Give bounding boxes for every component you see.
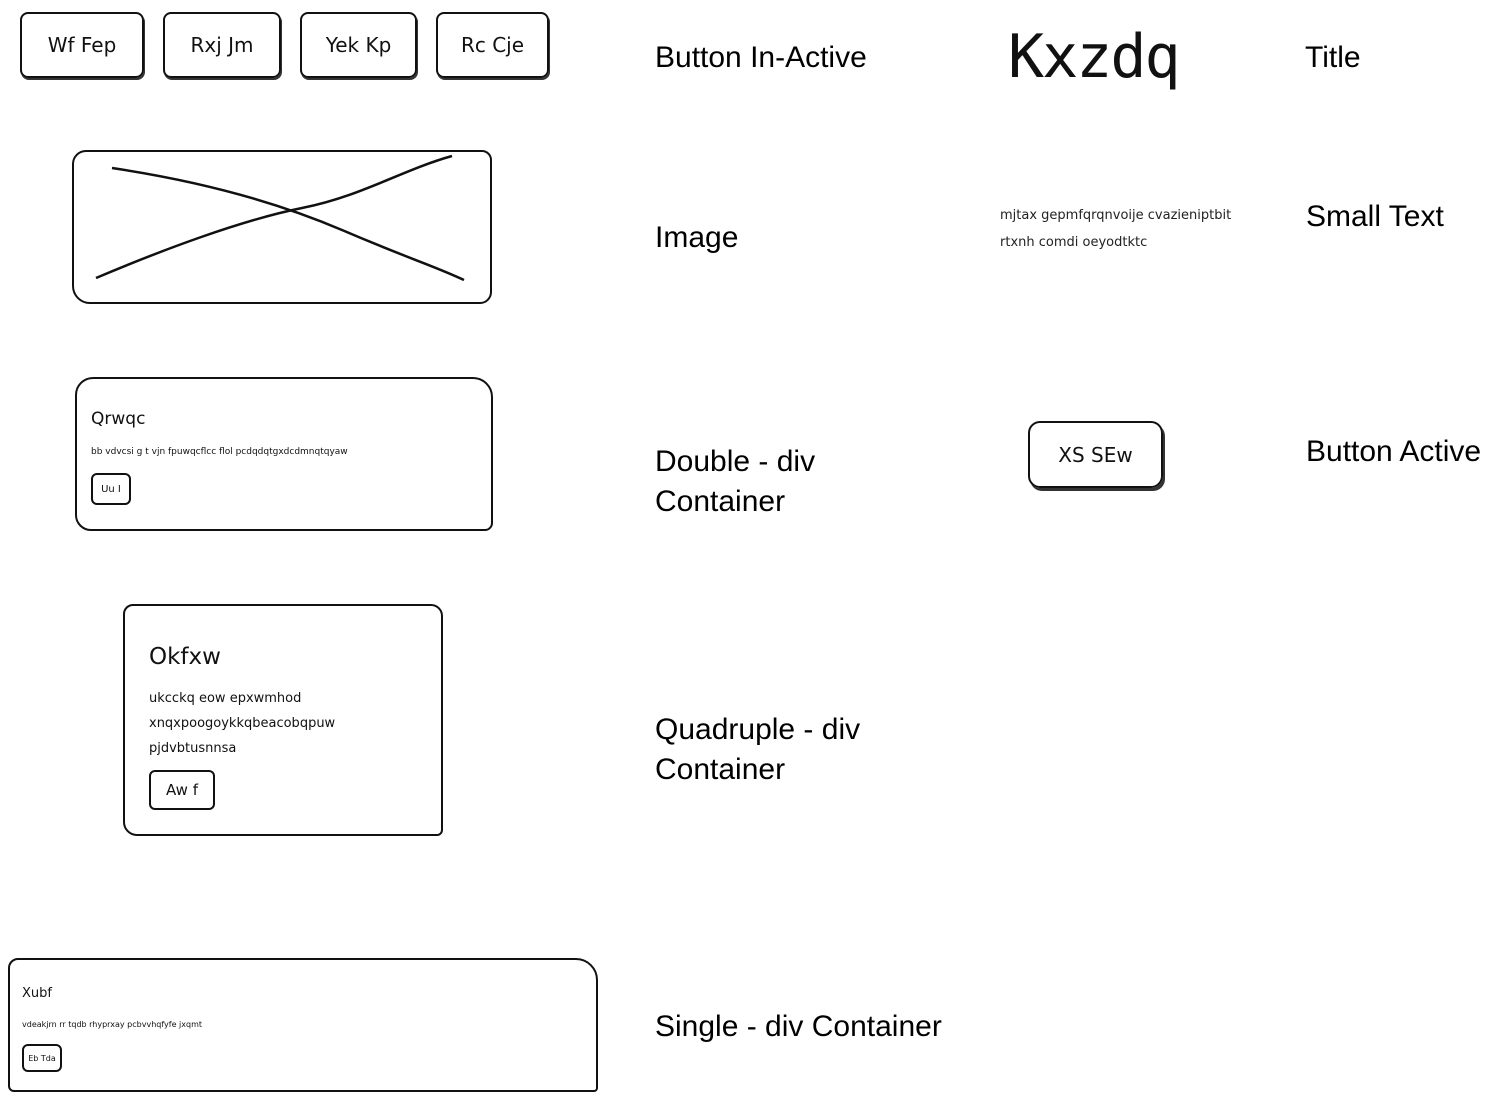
label-title: Title [1305, 41, 1361, 74]
label-button-active: Button Active [1306, 435, 1482, 468]
single-card-body: vdeakjrn rr tqdb rhyprxay pcbvvhqfyfe jx… [22, 1020, 202, 1029]
image-placeholder [72, 150, 492, 304]
quadruple-div-card: Okfxw ukcckq eow epxwmhod xnqxpoogoykkqb… [123, 604, 443, 836]
quadruple-card-body-line-3: pjdvbtusnnsa [149, 741, 237, 756]
label-small-text: Small Text [1306, 200, 1444, 233]
single-div-card: Xubf vdeakjrn rr tqdb rhyprxay pcbvvhqfy… [8, 958, 598, 1092]
small-text-line-2: rtxnh comdi oeyodtktc [1000, 235, 1148, 250]
small-text-line-1: mjtax gepmfqrqnvoije cvazieniptbit [1000, 208, 1232, 223]
label-quadruple-div-2: Container [655, 753, 786, 786]
double-card-button[interactable]: Uu I [91, 473, 131, 505]
quadruple-card-body-line-1: ukcckq eow epxwmhod [149, 691, 302, 706]
label-double-div-1: Double - div [655, 445, 816, 478]
active-button[interactable]: XS SEw [1028, 421, 1163, 488]
inactive-button-2[interactable]: Rxj Jm [163, 12, 281, 78]
label-double-div-2: Container [655, 485, 786, 518]
quadruple-card-button[interactable]: Aw f [149, 770, 215, 810]
inactive-button-4[interactable]: Rc Cje [436, 12, 549, 78]
inactive-button-3[interactable]: Yek Kp [300, 12, 417, 78]
double-card-body: bb vdvcsi g t vjn fpuwqcflcc flol pcdqdq… [91, 447, 348, 457]
quadruple-card-heading: Okfxw [149, 644, 221, 670]
quadruple-card-body: ukcckq eow epxwmhod xnqxpoogoykkqbeacobq… [149, 686, 335, 761]
double-div-card: Qrwqc bb vdvcsi g t vjn fpuwqcflcc flol … [75, 377, 493, 531]
single-card-button[interactable]: Eb Tda [22, 1044, 62, 1072]
label-quadruple-div-1: Quadruple - div [655, 713, 861, 746]
image-cross-icon [95, 154, 465, 282]
single-card-heading: Xubf [22, 986, 52, 1001]
inactive-button-1[interactable]: Wf Fep [20, 12, 144, 78]
small-text-sample: mjtax gepmfqrqnvoije cvazieniptbit rtxnh… [1000, 202, 1270, 256]
label-button-inactive: Button In-Active [655, 41, 867, 74]
quadruple-card-body-line-2: xnqxpoogoykkqbeacobqpuw [149, 716, 336, 731]
double-card-heading: Qrwqc [91, 409, 146, 429]
label-single-div: Single - div Container [655, 1010, 942, 1043]
label-image: Image [655, 221, 739, 254]
title-sample: Kxzdq [1008, 22, 1181, 92]
